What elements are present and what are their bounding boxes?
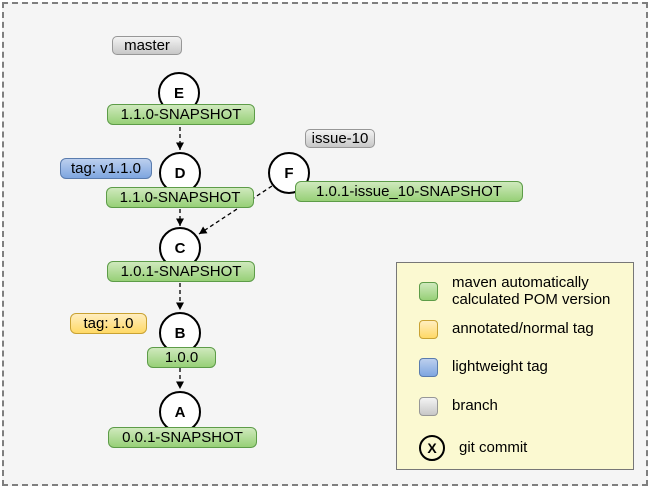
tag-lightweight-label: tag: v1.1.0: [60, 158, 152, 179]
legend-item-pom-version: maven automatically calculated POM versi…: [419, 274, 611, 309]
version-label-e: 1.1.0-SNAPSHOT: [107, 104, 255, 125]
legend-item-branch: branch: [419, 397, 498, 416]
lightweight-tag-swatch-icon: [419, 358, 438, 377]
legend-item-annotated-tag: annotated/normal tag: [419, 320, 594, 339]
version-label-b: 1.0.0: [147, 347, 216, 368]
legend-item-lightweight-tag: lightweight tag: [419, 358, 548, 377]
legend: maven automatically calculated POM versi…: [396, 262, 634, 470]
branch-swatch-icon: [419, 397, 438, 416]
version-label-a: 0.0.1-SNAPSHOT: [108, 427, 257, 448]
legend-item-label: lightweight tag: [452, 358, 548, 376]
branch-label-master: master: [112, 36, 182, 55]
version-label-f: 1.0.1-issue_10-SNAPSHOT: [295, 181, 523, 202]
legend-item-label: annotated/normal tag: [452, 320, 594, 338]
legend-item-git-commit: X git commit: [419, 435, 527, 461]
legend-item-label: branch: [452, 397, 498, 415]
commit-node-a: A: [159, 391, 201, 433]
legend-item-label: maven automatically calculated POM versi…: [452, 274, 611, 308]
version-label-c: 1.0.1-SNAPSHOT: [107, 261, 255, 282]
tag-annotated-label: tag: 1.0: [70, 313, 147, 334]
branch-label-issue-10: issue-10: [305, 129, 375, 148]
version-label-d: 1.1.0-SNAPSHOT: [106, 187, 254, 208]
git-commit-circle-icon: X: [419, 435, 445, 461]
annotated-tag-swatch-icon: [419, 320, 438, 339]
legend-item-label: git commit: [459, 438, 528, 456]
pom-version-swatch-icon: [419, 282, 438, 302]
